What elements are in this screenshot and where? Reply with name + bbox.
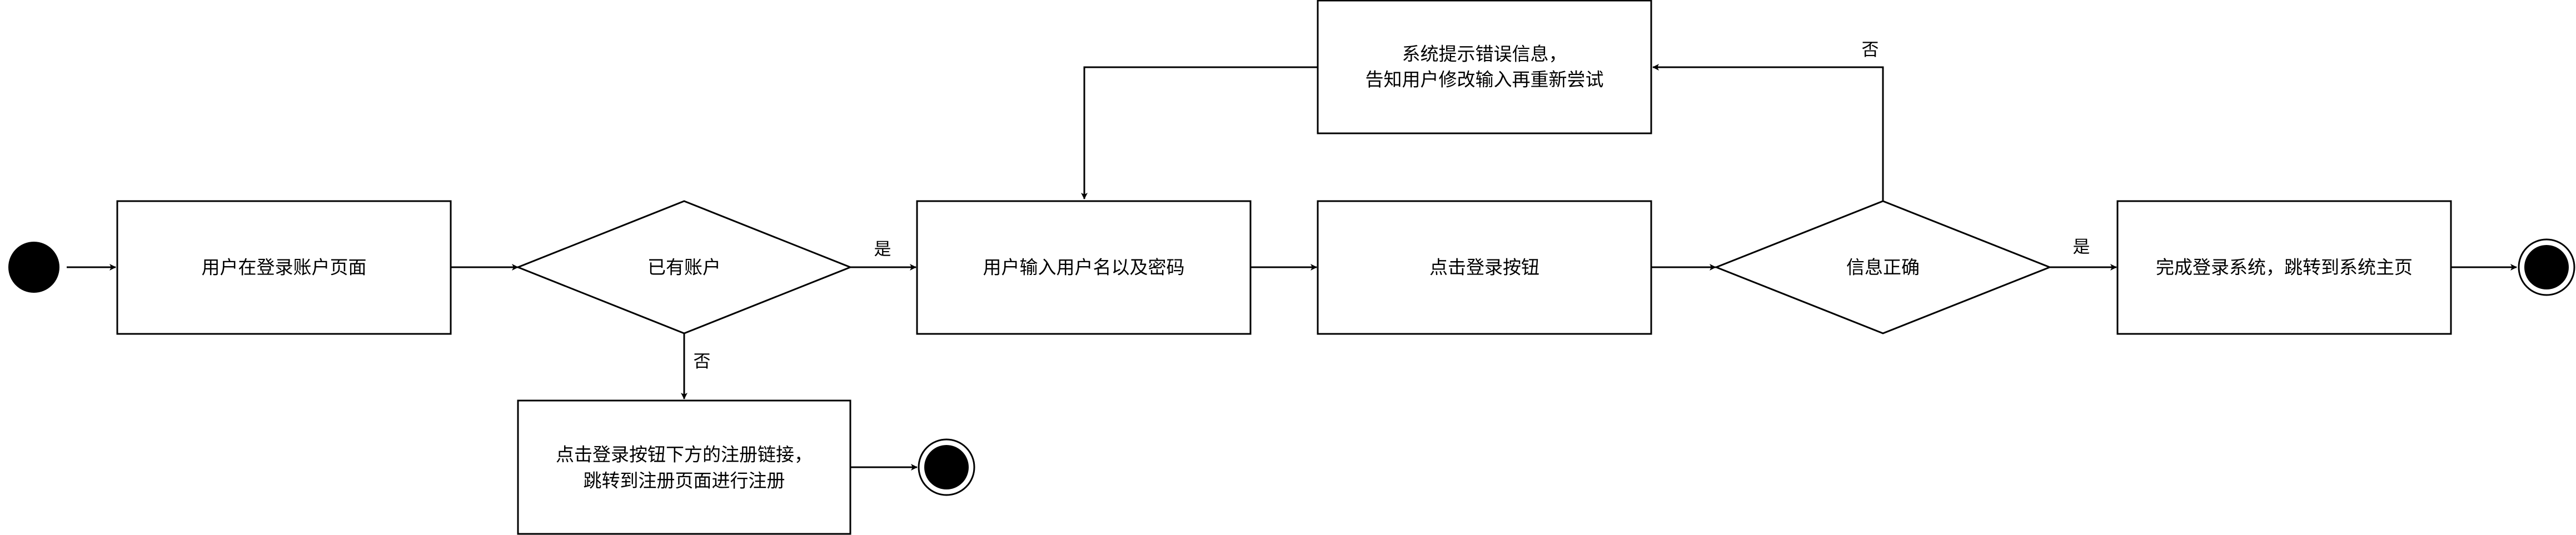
error-prompt-label-line2: 告知用户修改输入再重新尝试 xyxy=(1366,69,1604,91)
input-credentials-box xyxy=(916,200,1252,335)
register-label-line2: 跳转到注册页面进行注册 xyxy=(584,470,785,492)
has-account-label: 已有账户 xyxy=(647,257,721,278)
error-prompt-label-line1: 系统提示错误信息， xyxy=(1402,43,1567,65)
login-page-label: 用户在登录账户页面 xyxy=(202,257,367,278)
input-credentials-label: 用户输入用户名以及密码 xyxy=(983,257,1185,278)
edge-error-back-to-input xyxy=(1081,66,1318,199)
start-node xyxy=(8,242,59,293)
edge-label-info-correct-no: 否 xyxy=(1862,40,1879,60)
info-correct-decision xyxy=(1713,200,2052,334)
edge-label-has-account-no: 否 xyxy=(694,352,711,372)
edge-label-info-correct-yes: 是 xyxy=(2073,237,2090,257)
edge-info-correct-no xyxy=(1652,64,1884,201)
has-account-decision xyxy=(515,200,853,334)
register-box xyxy=(517,399,851,535)
click-login-box xyxy=(1317,200,1652,335)
complete-login-label: 完成登录系统，跳转到系统主页 xyxy=(2156,257,2413,278)
info-correct-label: 信息正确 xyxy=(1846,257,1920,278)
complete-login-box xyxy=(2116,200,2452,335)
login-page-box xyxy=(116,200,452,335)
register-label-line1: 点击登录按钮下方的注册链接， xyxy=(556,444,813,466)
click-login-label: 点击登录按钮 xyxy=(1429,257,1539,278)
end-node-main xyxy=(2518,238,2575,296)
end-node-register xyxy=(918,438,975,496)
edge-label-has-account-yes: 是 xyxy=(874,239,891,259)
error-prompt-box xyxy=(1317,0,1652,134)
